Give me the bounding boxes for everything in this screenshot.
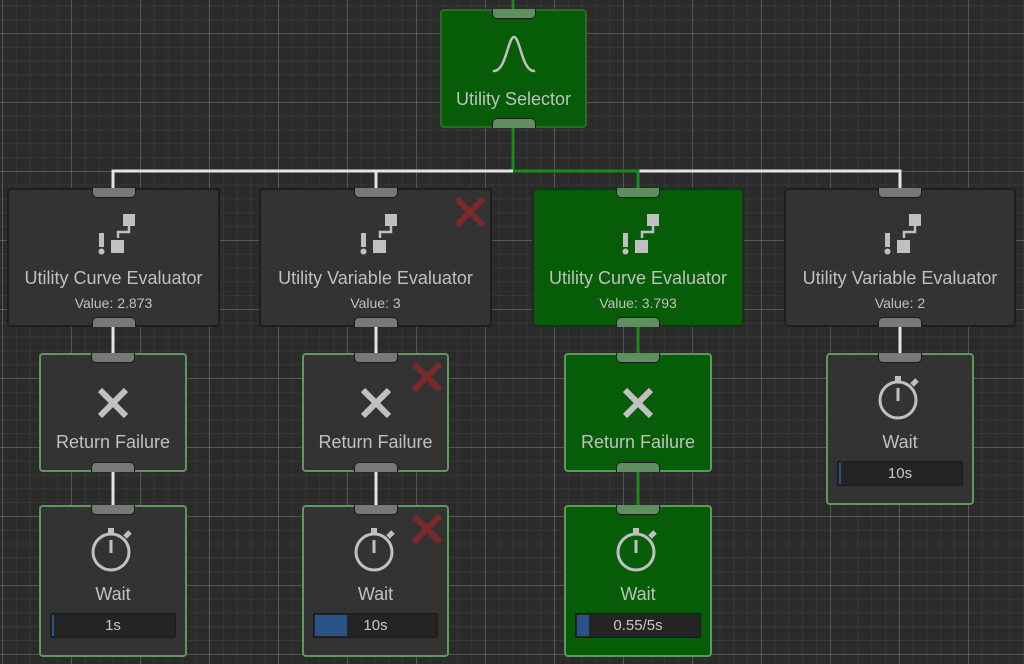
- utility-value: Value: 3.793: [599, 295, 677, 311]
- wire-to-evaluator-3: [513, 169, 640, 189]
- x-icon: [360, 387, 391, 419]
- output-port[interactable]: [878, 317, 922, 327]
- wait-progress-bar: 0.55/5s: [575, 613, 701, 638]
- wait-progress-bar: 1s: [50, 613, 176, 638]
- stopwatch-icon: [91, 528, 132, 572]
- utility-variable-evaluator-node[interactable]: Utility Variable Evaluator Value: 2: [784, 188, 1016, 327]
- wire-bus-right: [638, 169, 902, 189]
- output-port[interactable]: [353, 317, 398, 327]
- input-port[interactable]: [91, 353, 135, 363]
- input-port[interactable]: [878, 353, 922, 363]
- progress-fill: [839, 463, 841, 484]
- input-port[interactable]: [91, 505, 135, 515]
- node-title: Return Failure: [318, 432, 433, 452]
- input-port[interactable]: [616, 188, 660, 198]
- output-port[interactable]: [91, 317, 136, 327]
- node-title: Wait: [882, 432, 918, 452]
- utility-curve-evaluator-node[interactable]: Utility Curve Evaluator Value: 2.873: [7, 188, 220, 327]
- progress-fill: [315, 615, 348, 636]
- input-port[interactable]: [353, 353, 398, 363]
- aborted-x-icon: [411, 513, 443, 545]
- evaluator-icon: [360, 214, 397, 255]
- node-title: Return Failure: [55, 432, 171, 452]
- stopwatch-icon: [878, 376, 919, 420]
- utility-value: Value: 2: [874, 295, 926, 311]
- evaluator-icon: [98, 214, 135, 255]
- node-title: Utility Selector: [455, 89, 572, 109]
- output-port[interactable]: [353, 462, 398, 472]
- return-failure-node[interactable]: Return Failure: [39, 353, 187, 472]
- input-port[interactable]: [91, 188, 136, 198]
- return-failure-node[interactable]: Return Failure: [302, 353, 449, 472]
- progress-label: 1s: [105, 617, 121, 634]
- evaluator-icon: [884, 214, 921, 255]
- node-title: Wait: [620, 584, 656, 604]
- output-port[interactable]: [491, 118, 536, 128]
- node-title: Utility Curve Evaluator: [548, 268, 728, 288]
- output-port[interactable]: [616, 462, 660, 472]
- output-port[interactable]: [91, 462, 135, 472]
- node-title: Utility Curve Evaluator: [24, 268, 203, 288]
- input-port[interactable]: [353, 188, 398, 198]
- utility-curve-evaluator-node[interactable]: Utility Curve Evaluator Value: 3.793: [532, 188, 744, 327]
- stopwatch-icon: [616, 528, 657, 572]
- utility-value: Value: 2.873: [74, 295, 153, 311]
- node-title: Wait: [357, 584, 394, 604]
- x-icon: [97, 387, 129, 419]
- input-port[interactable]: [616, 353, 660, 363]
- wait-node[interactable]: Wait 10s: [826, 353, 974, 505]
- input-port[interactable]: [353, 505, 398, 515]
- progress-label: 10s: [363, 617, 388, 634]
- bell-curve-icon: [492, 35, 535, 73]
- input-port[interactable]: [491, 9, 536, 19]
- wait-progress-bar: 10s: [837, 461, 963, 486]
- progress-fill: [577, 615, 589, 636]
- utility-selector-node[interactable]: Utility Selector: [440, 9, 587, 128]
- x-icon: [622, 387, 654, 419]
- node-title: Utility Variable Evaluator: [278, 268, 473, 288]
- utility-value: Value: 3: [350, 295, 401, 311]
- return-failure-node[interactable]: Return Failure: [564, 353, 712, 472]
- wire-bus-left: [111, 169, 513, 189]
- progress-fill: [52, 615, 54, 636]
- utility-variable-evaluator-node[interactable]: Utility Variable Evaluator Value: 3: [259, 188, 492, 327]
- input-port[interactable]: [616, 505, 660, 515]
- progress-label: 0.55/5s: [613, 617, 663, 634]
- node-title: Wait: [95, 584, 131, 604]
- evaluator-icon: [622, 214, 659, 255]
- wait-progress-bar: 10s: [313, 613, 438, 638]
- wait-node[interactable]: Wait 0.55/5s: [564, 505, 712, 657]
- aborted-x-icon: [454, 196, 486, 228]
- aborted-x-icon: [411, 361, 443, 393]
- stopwatch-icon: [354, 528, 395, 572]
- wait-node[interactable]: Wait 10s: [302, 505, 449, 657]
- node-title: Utility Variable Evaluator: [802, 268, 998, 288]
- progress-label: 10s: [887, 465, 913, 482]
- wait-node[interactable]: Wait 1s: [39, 505, 187, 657]
- node-title: Return Failure: [580, 432, 696, 452]
- input-port[interactable]: [878, 188, 922, 198]
- output-port[interactable]: [616, 317, 660, 327]
